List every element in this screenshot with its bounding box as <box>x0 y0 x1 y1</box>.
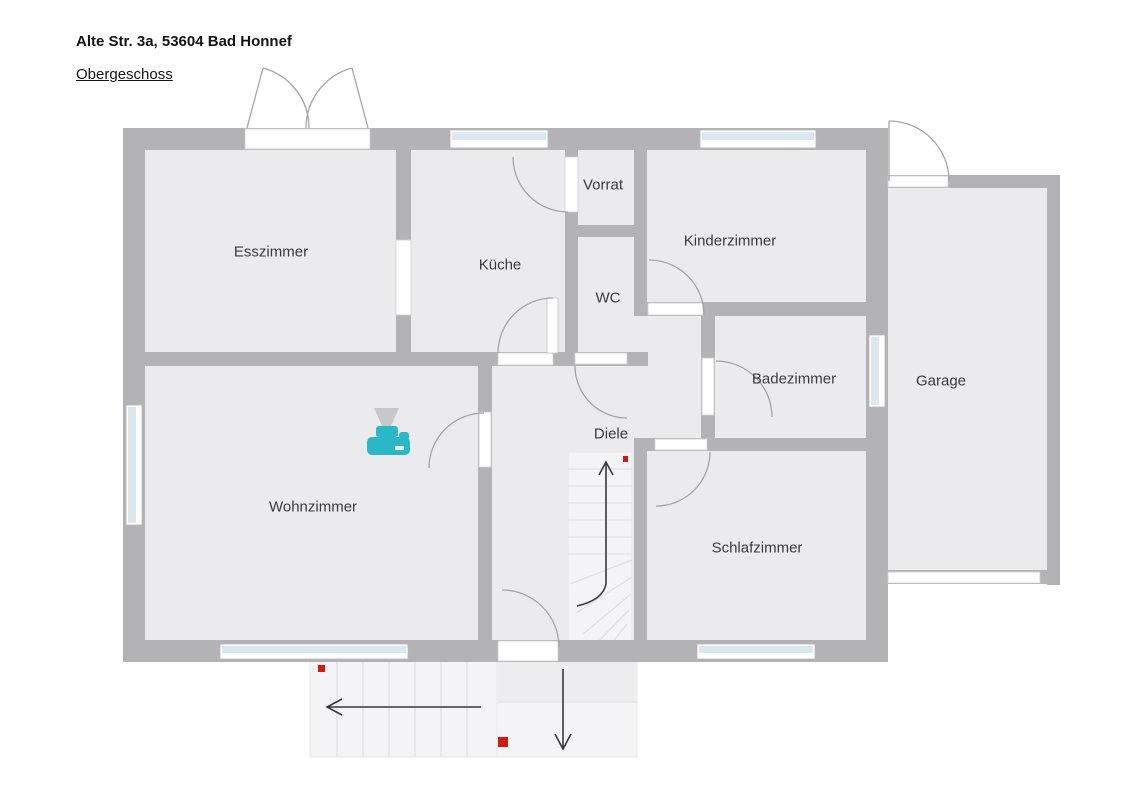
windows <box>125 129 886 660</box>
wall-vorrat-wc <box>565 225 647 237</box>
kueche-window-glass <box>452 132 546 140</box>
french-door-left-leaf <box>246 67 264 129</box>
exterior-stair-treads <box>336 661 468 757</box>
entrance-door-opening <box>497 640 559 662</box>
garage-wall-right <box>1047 175 1060 585</box>
red-marker-landing <box>498 737 508 747</box>
badezimmer-door-swing <box>715 360 773 418</box>
room-label-wc: WC <box>595 289 621 307</box>
wohnzimmer-door-opening <box>478 411 492 468</box>
projector-icon <box>367 408 410 455</box>
room-label-esszimmer: Esszimmer <box>233 243 309 261</box>
plan-floor-title: Obergeschoss <box>76 66 173 83</box>
french-door-left-swing <box>262 67 310 129</box>
garage-floor-area <box>888 188 1047 570</box>
vorrat-door-opening <box>564 156 579 213</box>
wohnzimmer-window-left-glass <box>128 407 136 523</box>
kueche-diele-door-opening <box>497 352 554 366</box>
door-swings <box>246 67 950 648</box>
garage-side-door-swing <box>888 120 950 182</box>
interior-stairs <box>567 451 633 646</box>
kueche-diele-door-swing <box>497 297 554 354</box>
wall-esszimmer-wohnzimmer <box>145 352 648 366</box>
floor-areas <box>145 150 1047 640</box>
plan-address: Alte Str. 3a, 53604 Bad Honnef <box>76 33 292 50</box>
french-door-opening <box>244 128 371 150</box>
esszimmer-kueche-passage <box>395 239 412 316</box>
french-door-right-swing <box>305 67 353 129</box>
entrance-door-swing <box>501 589 560 648</box>
position-markers <box>318 456 628 747</box>
french-door-right-leaf <box>351 67 369 129</box>
room-label-badezimmer: Badezimmer <box>751 370 837 388</box>
kinderzimmer-door-opening <box>647 302 704 316</box>
room-label-vorrat: Vorrat <box>582 176 624 194</box>
vorrat-door-swing <box>512 156 569 213</box>
badezimmer-door-opening <box>701 357 715 416</box>
schlafzimmer-window-glass <box>699 646 813 653</box>
stairs-up-arrow <box>576 464 607 607</box>
main-floor-area <box>145 150 866 640</box>
wohnzimmer-window-bottom-glass <box>222 646 406 653</box>
projector-top-body <box>376 426 398 437</box>
projector-beam-cone <box>374 408 399 426</box>
winder-treads <box>569 559 633 646</box>
stairs-left-arrowhead <box>325 698 343 716</box>
landing-step <box>497 661 637 702</box>
room-label-kinderzimmer: Kinderzimmer <box>683 232 777 250</box>
stairs-up-arrowhead <box>598 460 614 476</box>
wall-wohnzimmer-diele <box>478 352 492 642</box>
room-label-garage: Garage <box>915 372 967 390</box>
projector-main-body <box>367 437 410 455</box>
garage-gate <box>887 571 1041 584</box>
exit-down-arrowhead <box>554 733 572 751</box>
room-label-kueche: Küche <box>478 256 522 274</box>
stair-flight <box>567 451 633 643</box>
wall-diele-schlafzimmer <box>634 438 647 642</box>
wc-door-swing <box>574 365 628 419</box>
room-label-diele: Diele <box>593 425 629 443</box>
exit-landing <box>496 660 638 758</box>
red-marker-stairs-left <box>318 665 325 672</box>
red-marker-stairs-top <box>623 456 628 462</box>
wall-wc-kinderzimmer <box>634 148 647 316</box>
room-label-wohnzimmer: Wohnzimmer <box>268 498 358 516</box>
wohnzimmer-door-swing <box>428 412 485 469</box>
schlafzimmer-door-swing <box>655 451 711 507</box>
kinderzimmer-window-glass <box>702 132 814 140</box>
kinderzimmer-door-swing <box>648 259 705 316</box>
projector-slot <box>395 446 404 450</box>
outer-wall-left <box>123 128 145 662</box>
kueche-diele-door-leaf <box>546 297 559 354</box>
exterior-stairs <box>309 660 498 758</box>
exterior-stair-flight <box>309 660 498 758</box>
badezimmer-window-glass <box>871 337 879 405</box>
room-label-schlafzimmer: Schlafzimmer <box>711 539 803 557</box>
schlafzimmer-door-opening <box>654 438 708 451</box>
stair-treads <box>568 468 632 555</box>
wc-door-opening <box>574 352 628 365</box>
garage-side-door-opening <box>887 175 949 188</box>
door-openings <box>244 128 1041 662</box>
